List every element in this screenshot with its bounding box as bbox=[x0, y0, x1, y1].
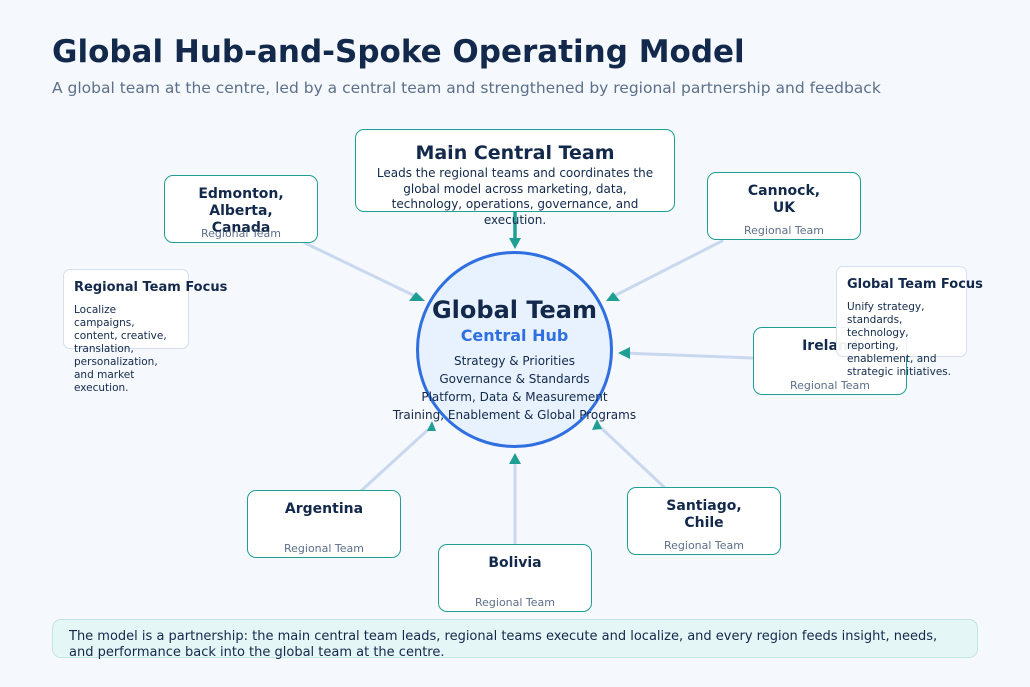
arrowhead-cannock bbox=[606, 292, 620, 301]
region-name: Argentina bbox=[284, 501, 364, 517]
connector-cannock bbox=[610, 239, 724, 299]
arrowhead-main-team bbox=[509, 238, 521, 249]
connector-ireland bbox=[621, 351, 755, 360]
hub-line: Platform, Data & Measurement bbox=[421, 390, 608, 404]
region-role: Regional Team bbox=[789, 379, 871, 392]
region-role: Regional Team bbox=[743, 224, 825, 237]
connector-argentina bbox=[360, 424, 434, 492]
region-box-cannock: Cannock, UK Regional Team bbox=[707, 172, 861, 240]
main-central-team-box: Main Central Team Leads the regional tea… bbox=[355, 129, 675, 227]
region-box-argentina: Argentina Regional Team bbox=[247, 490, 401, 558]
regional-team-focus-card: Regional Team Focus Localize campaigns, … bbox=[63, 269, 227, 394]
main-central-team-description: Leads the regional teams and coordinates… bbox=[376, 166, 654, 227]
hub-line: Strategy & Priorities bbox=[454, 354, 575, 368]
footer-note: The model is a partnership: the main cen… bbox=[52, 619, 978, 660]
arrowhead-argentina bbox=[427, 421, 436, 431]
global-team-focus-card: Global Team Focus Unify strategy, standa… bbox=[836, 266, 983, 378]
hub-subtitle: Central Hub bbox=[460, 326, 569, 345]
hub-title: Global Team bbox=[431, 296, 598, 324]
region-name: Bolivia bbox=[488, 555, 542, 571]
region-box-santiago: Santiago, Chile Regional Team bbox=[627, 487, 781, 555]
connector-santiago bbox=[595, 422, 667, 490]
region-role: Regional Team bbox=[283, 542, 365, 555]
regional-focus-title: Regional Team Focus bbox=[74, 280, 228, 295]
arrowhead-edmonton bbox=[409, 292, 425, 301]
region-role: Regional Team bbox=[474, 596, 556, 609]
global-team-hub: Global Team Central Hub Strategy & Prior… bbox=[393, 251, 636, 448]
region-box-bolivia: Bolivia Regional Team bbox=[438, 544, 592, 612]
hub-line: Training, Enablement & Global Programs bbox=[392, 408, 637, 422]
region-box-edmonton: Edmonton, Alberta, Canada Regional Team bbox=[164, 175, 318, 243]
arrowhead-ireland bbox=[618, 347, 630, 359]
connector-edmonton bbox=[303, 241, 419, 299]
page-subtitle: A global team at the centre, led by a ce… bbox=[52, 79, 881, 97]
region-name: Edmonton, Alberta, Canada bbox=[198, 186, 284, 236]
arrowhead-santiago bbox=[592, 419, 602, 430]
regional-focus-text: Localize campaigns, content, creative, t… bbox=[74, 304, 167, 394]
region-role: Regional Team bbox=[663, 539, 745, 552]
global-focus-text: Unify strategy, standards, technology, r… bbox=[847, 301, 952, 378]
region-role: Regional Team bbox=[200, 227, 282, 240]
global-focus-title: Global Team Focus bbox=[847, 277, 983, 292]
main-central-team-title: Main Central Team bbox=[415, 142, 615, 164]
region-name: Santiago, Chile bbox=[666, 498, 742, 531]
page-title: Global Hub-and-Spoke Operating Model bbox=[52, 34, 745, 70]
hub-line: Governance & Standards bbox=[439, 372, 590, 386]
region-name: Cannock, UK bbox=[747, 183, 821, 216]
arrowhead-bolivia bbox=[509, 453, 521, 464]
